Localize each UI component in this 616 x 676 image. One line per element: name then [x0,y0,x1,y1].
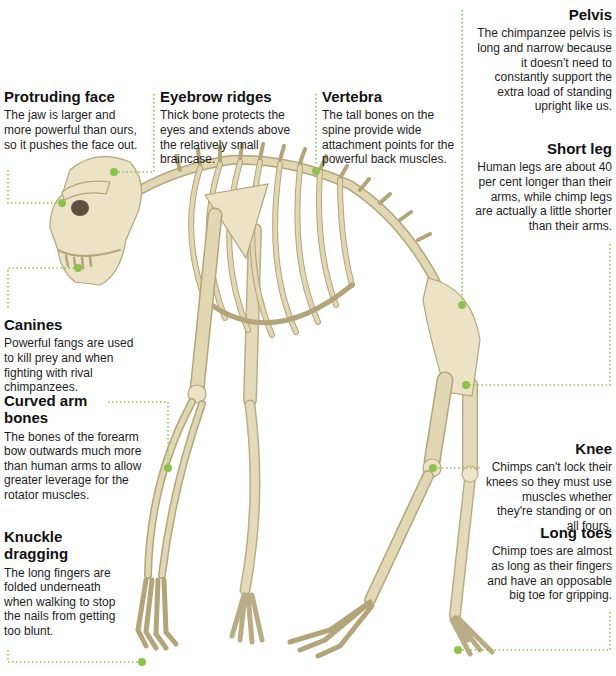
spine [140,160,440,290]
callout-text: Thick bone protects the eyes and extends… [160,108,308,167]
callout-heading: Long toes [484,524,612,541]
callout-text: Chimp toes are almost as long as their f… [484,544,612,603]
callout-text: Powerful fangs are used to kill prey and… [4,336,144,395]
callout-text: The bones of the forearm bow outwards mu… [4,430,146,503]
callout-heading: Canines [4,316,144,333]
callout-text: Human legs are about 40 per cent longer … [470,160,612,233]
callout-heading: Knee [488,440,612,457]
callout-heading: Pelvis [470,6,612,23]
callout-heading: Short leg [470,140,612,157]
callout-text: The jaw is larger and more powerful than… [4,108,146,152]
callout-text: The chimpanzee pelvis is long and narrow… [470,26,612,114]
callout-heading: Knuckle dragging [4,528,104,563]
callout-text: Chimps can't lock their knees so they mu… [484,460,612,533]
callout-text: The long fingers are folded underneath w… [4,566,132,639]
back-limbs [232,230,492,654]
front-leg [290,380,445,656]
callout-heading: Eyebrow ridges [160,88,310,105]
skull [50,157,142,285]
callout-text: The tall bones on the spine provide wide… [322,108,460,167]
front-arm [138,215,215,648]
callout-heading: Protruding face [4,88,149,105]
callout-heading: Curved arm bones [4,392,104,427]
callout-heading: Vertebra [322,88,472,105]
